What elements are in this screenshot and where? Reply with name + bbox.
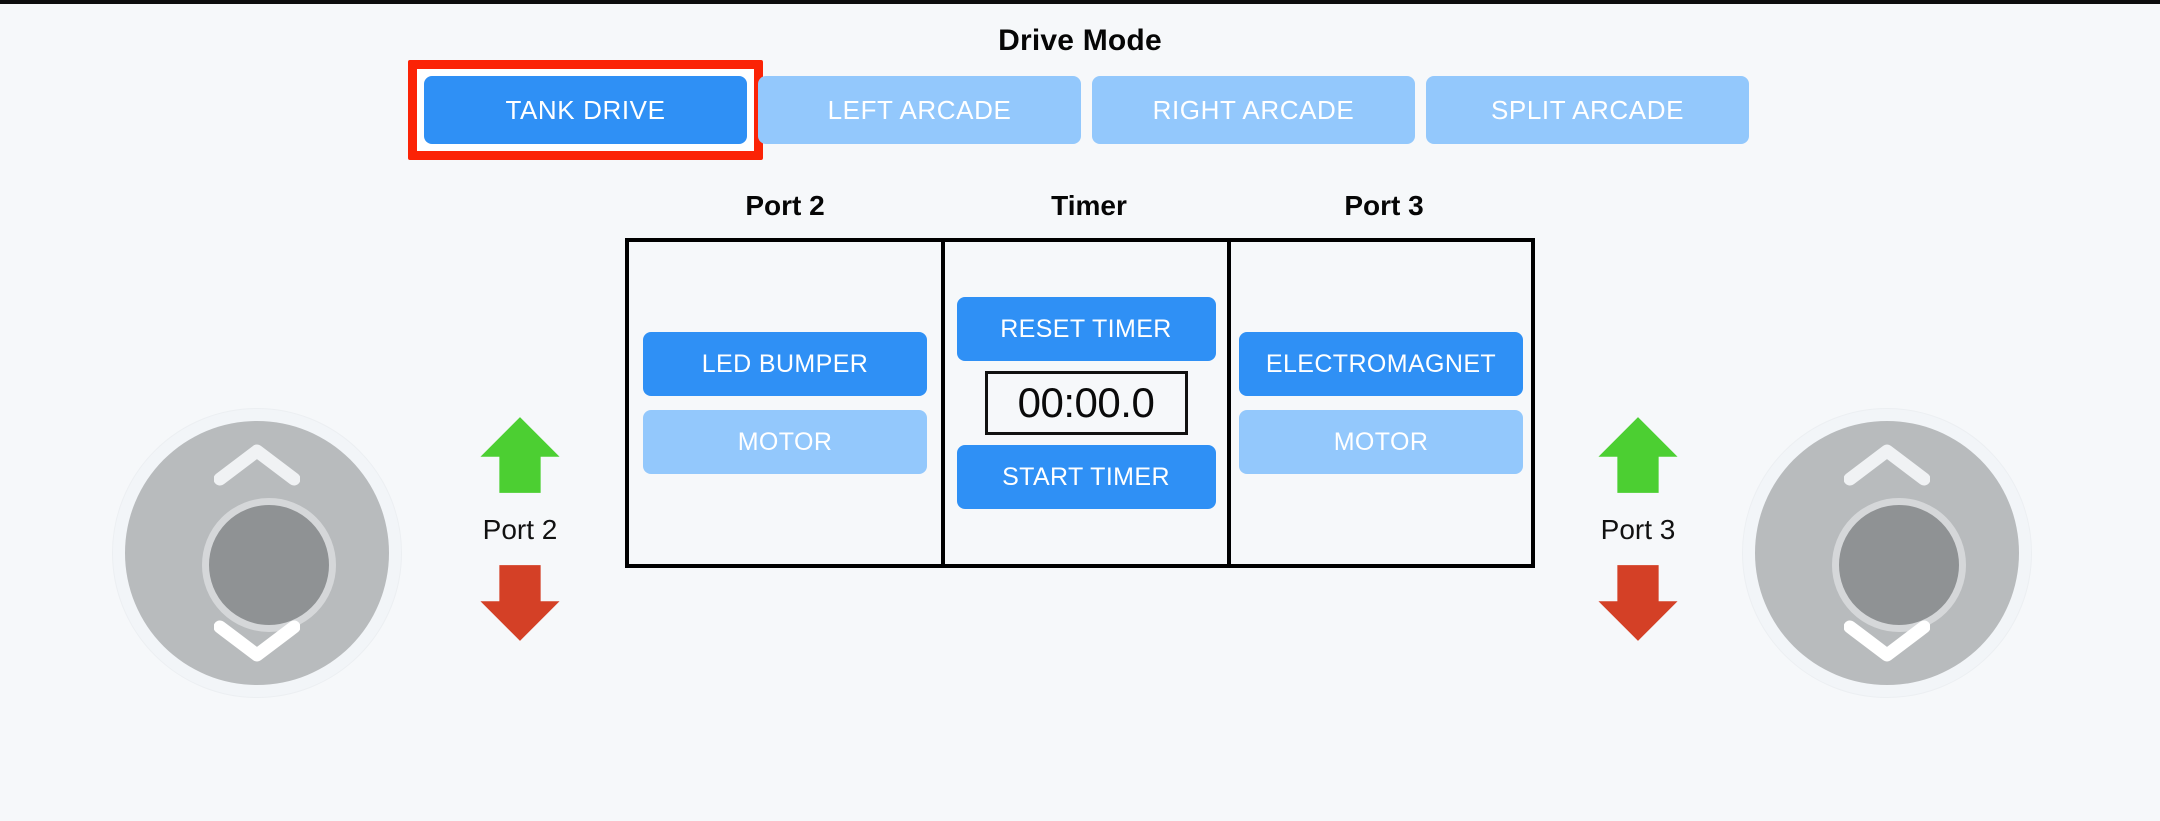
panel-title-port2: Port 2 xyxy=(745,190,825,221)
left-joystick-base[interactable] xyxy=(125,421,389,685)
drive-mode-right-arcade-button[interactable]: RIGHT ARCADE xyxy=(1092,76,1415,144)
left-joystick-knob[interactable] xyxy=(202,498,336,632)
chevron-up-icon xyxy=(214,444,300,486)
drive-mode-title: Drive Mode xyxy=(998,24,1162,57)
chevron-down-icon xyxy=(1844,620,1930,662)
controller-dashboard: Drive Mode TANK DRIVE LEFT ARCADE RIGHT … xyxy=(0,4,2160,821)
arrow-up-icon[interactable] xyxy=(477,412,563,498)
arrow-up-icon[interactable] xyxy=(1595,412,1681,498)
port2-arrow-label: Port 2 xyxy=(482,514,558,545)
drive-mode-tank-drive-button[interactable]: TANK DRIVE xyxy=(424,76,747,144)
port2-motor-button[interactable]: MOTOR xyxy=(643,410,927,474)
panel-port2: LED BUMPER MOTOR xyxy=(629,242,945,564)
panel-timer: RESET TIMER 00:00.0 START TIMER xyxy=(945,242,1231,564)
chevron-up-icon xyxy=(1844,444,1930,486)
right-joystick[interactable] xyxy=(1742,408,2032,698)
top-status-bar xyxy=(0,0,2160,4)
start-timer-button[interactable]: START TIMER xyxy=(956,445,1216,509)
arrow-down-icon[interactable] xyxy=(477,560,563,646)
port2-arrow-controls: Port 2 xyxy=(460,412,580,646)
drive-mode-left-arcade-button[interactable]: LEFT ARCADE xyxy=(758,76,1081,144)
panel-port3: ELECTROMAGNET MOTOR xyxy=(1231,242,1531,564)
drive-mode-button-row: TANK DRIVE LEFT ARCADE RIGHT ARCADE SPLI… xyxy=(424,76,1749,144)
reset-timer-button[interactable]: RESET TIMER xyxy=(956,297,1216,361)
chevron-down-icon xyxy=(214,620,300,662)
port3-arrow-label: Port 3 xyxy=(1600,514,1676,545)
timer-display: 00:00.0 xyxy=(984,371,1188,435)
port3-arrow-controls: Port 3 xyxy=(1578,412,1698,646)
right-joystick-knob[interactable] xyxy=(1832,498,1966,632)
port3-electromagnet-button[interactable]: ELECTROMAGNET xyxy=(1239,332,1523,396)
device-panels: LED BUMPER MOTOR RESET TIMER 00:00.0 STA… xyxy=(625,238,1535,568)
panel-title-port3: Port 3 xyxy=(1344,190,1424,221)
port3-motor-button[interactable]: MOTOR xyxy=(1239,410,1523,474)
panel-title-row: Port 2 Timer Port 3 xyxy=(625,190,1535,222)
arrow-down-icon[interactable] xyxy=(1595,560,1681,646)
left-joystick[interactable] xyxy=(112,408,402,698)
port2-led-bumper-button[interactable]: LED BUMPER xyxy=(643,332,927,396)
panel-title-timer: Timer xyxy=(1051,190,1127,221)
right-joystick-base[interactable] xyxy=(1755,421,2019,685)
drive-mode-split-arcade-button[interactable]: SPLIT ARCADE xyxy=(1426,76,1749,144)
